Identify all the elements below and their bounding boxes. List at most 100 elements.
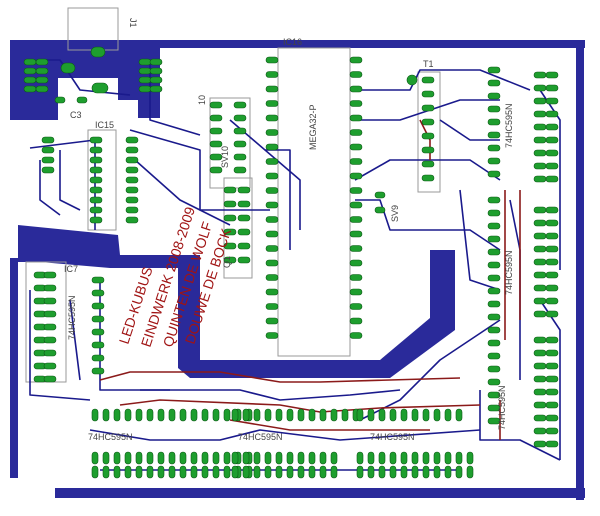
t1-pad [406,74,418,86]
ic15-pad [125,136,139,144]
bottom-pad [135,408,143,422]
bottom-layer-traces [99,119,521,440]
bottom-pad [455,408,463,422]
mega32-pad [265,100,279,107]
sv10-pad [233,166,247,174]
bottom-pad [231,408,239,422]
hc595-left-pad [91,302,105,310]
ic7-pad [43,336,57,344]
power-pad [90,46,106,58]
header-pad [23,85,37,93]
bottom-pad [157,465,165,479]
bottom-pad [91,465,99,479]
bottom-pad [146,465,154,479]
bottom-pad [286,465,294,479]
hc595-right1-pad [545,110,559,118]
hc595-right1-pad [533,136,547,144]
hc595-right3-pad [533,440,547,448]
bottom-pad [201,408,209,422]
ic7-pad [43,271,57,279]
mega32-pad [265,129,279,136]
header-pad [35,67,49,75]
hc595-right1-pad [533,123,547,131]
hc595-right1-pad [545,162,559,170]
hc595-right1-pad [487,92,501,100]
bottom-pad [179,451,187,465]
hc595-right3-pad [487,417,501,425]
mega32-pad [349,71,363,78]
hc595-right1-pad [487,170,501,178]
hc595-right1-pad [487,66,501,74]
q1-pad [237,256,251,264]
label-mega: MEGA32-P [308,104,318,150]
bottom-pad [433,408,441,422]
sv9-pad [374,191,386,199]
bottom-pad [400,408,408,422]
bottom-pad [223,408,231,422]
header-pad [149,76,163,84]
label-ic15: IC15 [95,120,114,130]
label-ic7: IC7 [64,264,78,274]
label-t1: T1 [423,59,434,69]
bottom-pad [378,408,386,422]
mega32-pad [349,274,363,281]
bottom-pad [422,465,430,479]
hc595-right3-pad [533,336,547,344]
q1-pad [223,186,237,194]
bottom-pad [319,465,327,479]
hc595-right2-pad [533,271,547,279]
mega32-pad [349,303,363,310]
hc595-right3-pad [487,365,501,373]
hc595-right2-pad [487,287,501,295]
bottom-pad [367,408,375,422]
ic15-pad [89,216,103,224]
hc595-right2-pad [533,297,547,305]
bottom-pad [102,408,110,422]
t1-pad [421,90,435,98]
mega32-pad [349,201,363,209]
hc595-right1-pad [533,110,547,118]
ic15-pad [89,176,103,184]
hc595-right1-pad [487,79,501,87]
bottom-pad [212,465,220,479]
bottom-pad [308,451,316,465]
hc595-left-pad [91,328,105,336]
bottom-pad [389,465,397,479]
cap-pad [54,96,66,104]
bottom-pad [308,465,316,479]
bottom-pad [264,451,272,465]
sv10-pad [209,101,223,109]
bottom-pad [179,465,187,479]
sv9-pad [374,206,386,214]
hc595-right2-pad [487,274,501,282]
bottom-pad [433,465,441,479]
hc595-right2-pad [487,300,501,308]
bottom-pad [231,451,239,465]
hc595-right2-pad [487,222,501,230]
bottom-pad [113,451,121,465]
hc595-right1-pad [533,162,547,170]
hc595-right1-pad [487,118,501,126]
hc595-right3-pad [533,414,547,422]
q1-pad [223,256,237,264]
bottom-pad [190,465,198,479]
q1-pad [223,242,237,250]
bottom-pad [201,465,209,479]
hc595-right2-pad [545,219,559,227]
mega32-pad [349,259,363,267]
label-q1: Q1 [222,256,232,268]
q1-pad [237,200,251,208]
mega32-pad [349,245,363,252]
bottom-pad [389,408,397,422]
ic15-pad [125,156,139,164]
hc595-right2-pad [533,245,547,253]
q1-pad [237,186,251,194]
label-hc-left: 74HC595N [67,295,77,340]
mega32-pad [265,143,279,151]
ic7-pad [43,362,57,370]
mega32-pad [349,187,363,194]
mega32-pad [349,288,363,296]
hc595-right1-pad [487,157,501,165]
ic7-pad [43,323,57,331]
